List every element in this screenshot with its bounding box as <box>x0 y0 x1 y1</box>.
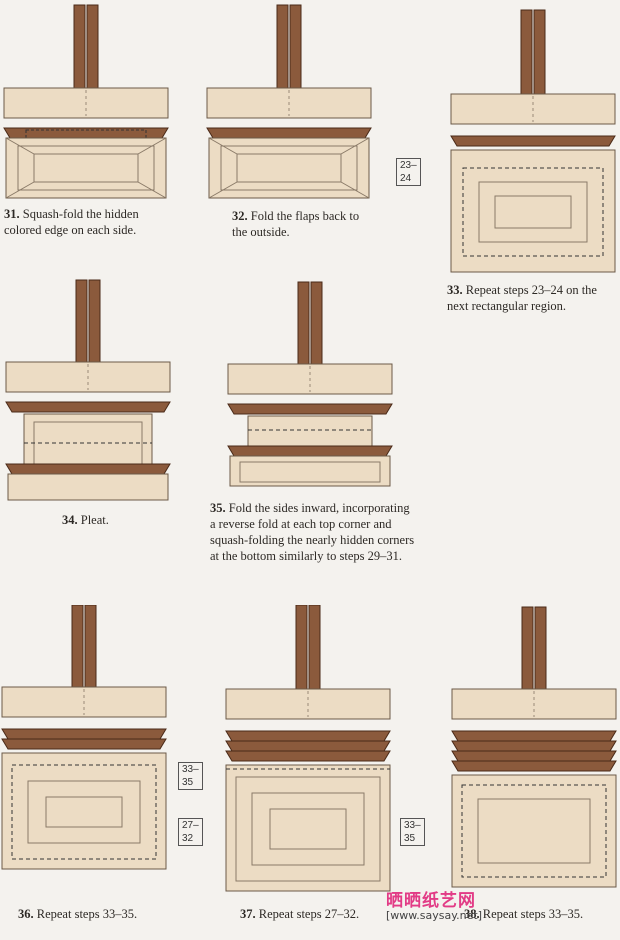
step-31-caption: 31. Squash-fold the hidden colored edge … <box>4 207 139 237</box>
step-36-caption: 36. Repeat steps 33–35. <box>18 907 138 921</box>
step-37-ref-label: 27–32 <box>178 818 203 846</box>
step-34-diagram <box>5 279 171 501</box>
step-34-caption: 34. Pleat. <box>62 513 109 527</box>
step-36-diagram <box>1 605 167 870</box>
step-37-caption: 37. Repeat steps 27–32. <box>240 907 360 921</box>
step-38-diagram <box>451 606 617 888</box>
step-35-caption: 35. Fold the sides inward, incorporating… <box>210 501 415 563</box>
step-32-caption: 32. Fold the flaps back to the outside. <box>232 209 360 239</box>
step-31-diagram <box>3 4 169 199</box>
watermark: 晒晒纸艺网 [www.saysay.net] <box>386 886 482 922</box>
step-38-ref-label: 33–35 <box>400 818 425 846</box>
step-32-diagram <box>206 4 372 199</box>
step-37-diagram <box>225 605 391 892</box>
step-36-ref-label: 33–35 <box>178 762 203 790</box>
step-33-diagram <box>450 9 616 273</box>
step-38-caption: 38. Repeat steps 33–35. <box>464 907 584 921</box>
step-33-ref-label: 23–24 <box>396 158 421 186</box>
watermark-url: [www.saysay.net] <box>386 909 483 922</box>
step-35-diagram <box>227 281 393 487</box>
step-33-caption: 33. Repeat steps 23–24 on the next recta… <box>447 283 597 313</box>
watermark-title: 晒晒纸艺网 <box>386 891 476 911</box>
